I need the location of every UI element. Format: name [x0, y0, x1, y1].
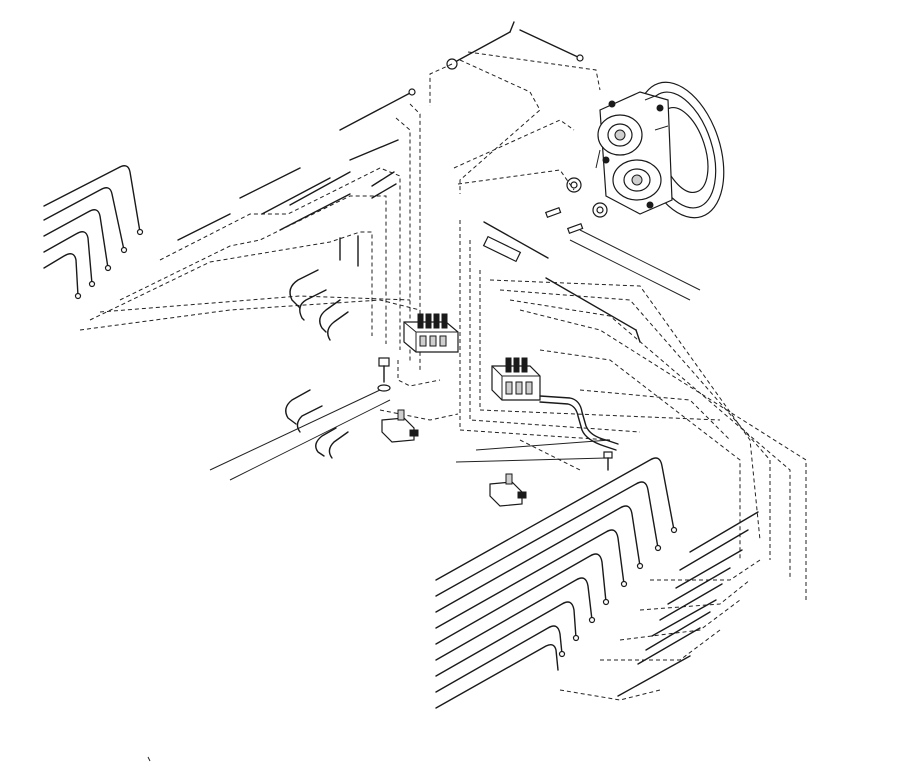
divider-block-icon: [403, 313, 459, 353]
pump-icon: [489, 473, 527, 507]
hose-icon: [539, 395, 619, 451]
dashed-leader-lines: [79, 51, 807, 701]
u-bolt-icon: [285, 269, 349, 459]
tube-bundle-icon: [435, 457, 678, 709]
straight-tube-icon: [177, 21, 641, 343]
divider-block-icon: [491, 357, 541, 401]
bolt-icon: [377, 357, 613, 471]
gearbox-icon: [595, 81, 725, 219]
solid-leader-lines: [209, 229, 701, 481]
straight-tube-icon: [617, 511, 759, 697]
reference-tick: [147, 756, 151, 762]
gearbox-fitting-icon: [544, 177, 608, 234]
tube-bundle-icon: [43, 165, 144, 300]
pump-icon: [381, 409, 419, 443]
